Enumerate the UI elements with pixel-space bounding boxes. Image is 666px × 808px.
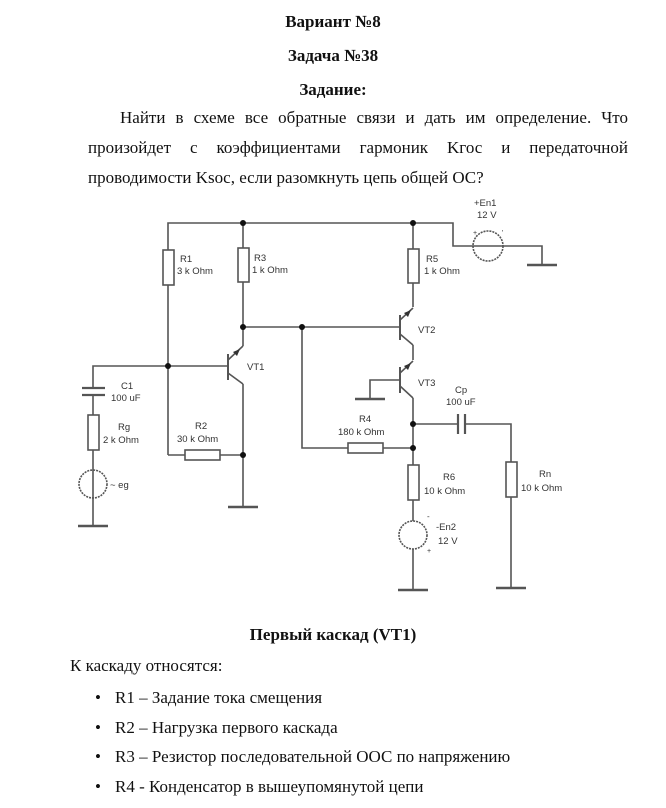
label-en2-minus: - [427,512,430,521]
resistor-r2 [184,449,221,461]
label-c1-name: C1 [121,381,133,392]
list-item-text: R1 – Задание тока смещения [115,688,323,707]
list-item: • R1 – Задание тока смещения [95,683,510,713]
junction-dot [165,363,171,369]
resistor-r5 [407,248,420,284]
variant-title: Вариант №8 [285,12,381,31]
list-item-text: R4 - Конденсатор в вышеупомянутой цепи [115,776,424,796]
label-r3-name: R3 [254,253,266,264]
circuit-schematic: R1 3 k Ohm R3 1 k Ohm R5 1 k Ohm +En1 12… [78,198,562,592]
section-intro: К каскаду относятся: [70,656,223,675]
task-paragraph: Найти в схеме все обратные связи и дать … [88,103,628,193]
label-rg-name: Rg [118,422,130,433]
label-cp-name: Cp [455,385,467,396]
junction-dot [299,324,305,330]
label-en2-plus: + [427,548,431,555]
resistor-r6 [407,464,420,501]
junction-dot [240,220,246,226]
label-rn-name: Rn [539,469,551,480]
task-line-3: проводимости Ksoc, если разомкнуть цепь … [88,168,484,187]
junction-dot [240,452,246,458]
label-r2-value: 30 k Ohm [177,434,218,445]
resistor-rn [505,461,518,498]
label-cp-value: 100 uF [446,397,476,408]
label-r5-name: R5 [426,254,438,265]
section-title: Первый каскад (VT1) [249,625,417,644]
task-line-1: Найти в схеме все обратные связи и дать … [120,108,628,127]
list-item: • R3 – Резистор последовательной ООС по н… [95,742,510,772]
component-list: • R1 – Задание тока смещения • R2 – Нагруз… [95,683,510,801]
bullet-icon: • [95,717,101,737]
bullet-icon: • [95,747,101,766]
bullet-icon: • [95,688,101,707]
task-title: Задача №38 [287,46,379,65]
list-item-text: R3 – Резистор последовательной ООС по на… [115,747,511,766]
label-r6-name: R6 [443,472,455,483]
transistor-vt2 [399,307,414,360]
list-item: • R4 - Конденсатор в вышеупомянутой цепи [95,772,510,802]
transistor-vt3 [369,360,414,399]
list-item-text: R2 – Нагрузка первого каскада [115,717,338,737]
label-vt3: VT3 [418,378,435,389]
junction-dot [410,220,416,226]
label-r5-value: 1 k Ohm [424,266,460,277]
junction-dot [240,324,246,330]
label-c1-value: 100 uF [111,393,141,404]
label-en2-name: -En2 [436,522,456,533]
label-r4-name: R4 [359,414,371,425]
transistor-vt1 [168,345,244,507]
source-en2 [398,520,428,550]
resistor-r1 [162,249,175,286]
label-en1-name: +En1 [474,198,496,209]
task-line-2: произойдет с коэффициентами гармоник Kго… [88,138,628,157]
label-en2-value: 12 V [438,536,458,547]
label-rg-value: 2 k Ohm [103,435,139,446]
junction-dot [410,445,416,451]
label-r6-value: 10 k Ohm [424,486,465,497]
label-r4-value: 180 k Ohm [338,427,385,438]
label-rn-value: 10 k Ohm [521,483,562,494]
label-vt2: VT2 [418,325,435,336]
label-eg: ~ eg [110,480,129,491]
label-en1-value: 12 V [477,210,497,221]
label-r3-value: 1 k Ohm [252,265,288,276]
junction-dot [410,421,416,427]
wire-top-rail [167,222,473,250]
resistor-r4 [347,442,384,454]
list-item: • R2 – Нагрузка первого каскада [95,713,510,743]
bullet-icon: • [95,776,101,796]
label-en1-minus: ' [502,230,503,237]
label-en1-plus: + [473,230,477,237]
label-r1-value: 3 k Ohm [177,266,213,277]
label-vt1: VT1 [247,362,264,373]
wire-en1-ground [503,245,543,265]
resistor-rg [87,414,100,451]
label-r1-name: R1 [180,254,192,265]
resistor-r3 [237,247,250,283]
label-r2-name: R2 [195,421,207,432]
assignment-label: Задание: [299,80,367,99]
